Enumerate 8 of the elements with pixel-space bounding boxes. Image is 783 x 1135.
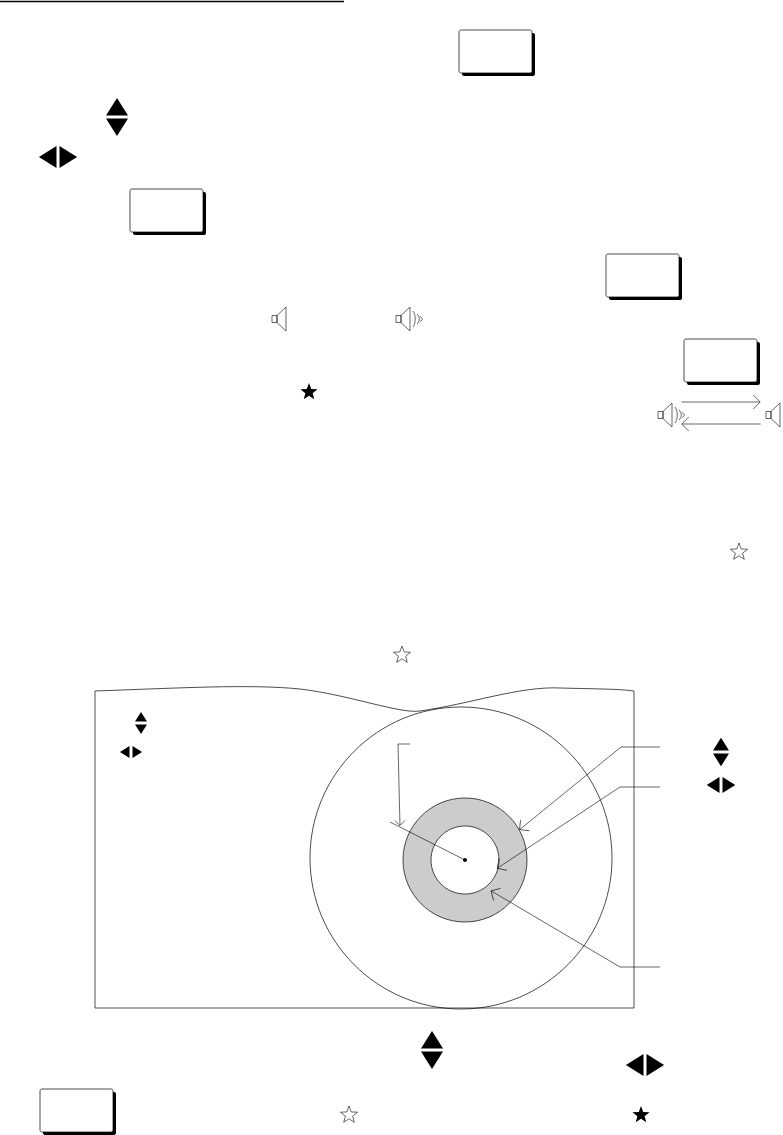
speaker-icon	[657, 402, 685, 428]
leader-line	[496, 786, 661, 871]
leader-line	[490, 888, 661, 968]
leader-line	[519, 746, 661, 831]
arrow	[681, 416, 761, 432]
speaker-icon	[765, 402, 781, 428]
arrow	[681, 394, 761, 410]
hole-circle	[430, 825, 500, 895]
